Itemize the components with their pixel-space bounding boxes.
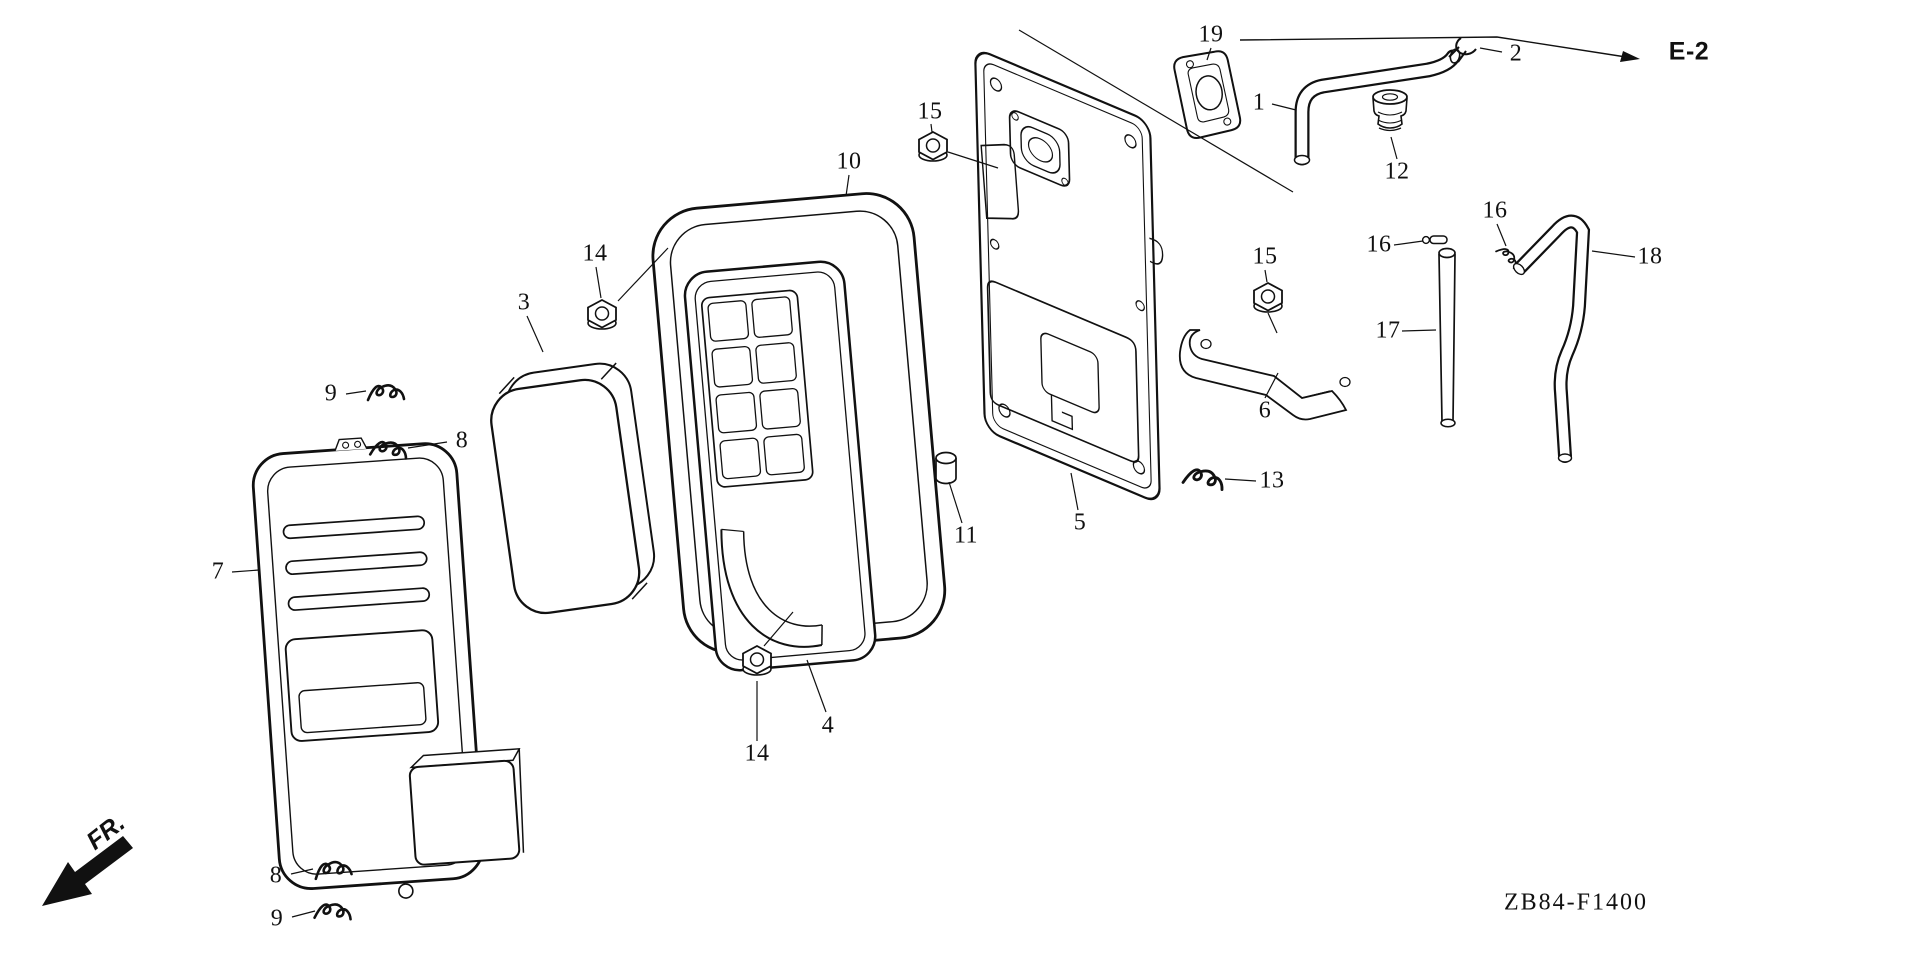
reference-label-e2: E-2 [1668, 37, 1710, 66]
part-2-clip [1448, 37, 1477, 63]
part-label-2: 2 [1509, 40, 1523, 67]
part-11-grommet-plug [935, 451, 957, 485]
part-label-15-b: 15 [1252, 243, 1278, 270]
part-9-clip-b [313, 901, 353, 922]
part-label-12: 12 [1384, 158, 1410, 185]
part-16-pin [1421, 235, 1448, 245]
part-label-5: 5 [1073, 509, 1087, 536]
part-12-grommet [1372, 89, 1408, 132]
part-14-nut-a [587, 299, 617, 330]
part-label-7: 7 [211, 558, 225, 585]
leader-lines [231, 29, 1636, 918]
part-18-pipe [1512, 214, 1591, 463]
part-3-air-filter [490, 362, 656, 615]
part-label-11: 11 [953, 522, 979, 549]
part-label-9-b: 9 [270, 905, 284, 932]
part-19-gasket [1173, 50, 1242, 139]
part-label-4: 4 [821, 712, 835, 739]
part-14-nut-b [742, 645, 772, 676]
part-7-cover [251, 437, 525, 899]
part-label-3: 3 [517, 289, 531, 316]
e2-reference-arrow [1239, 36, 1640, 62]
part-label-14-b: 14 [744, 740, 770, 767]
diagram-code: ZB84-F1400 [1503, 889, 1649, 916]
part-6-bracket [1178, 329, 1351, 421]
part-label-16-b: 16 [1482, 197, 1508, 224]
part-label-15-a: 15 [917, 98, 943, 125]
part-13-clip [1181, 465, 1227, 493]
part-label-18: 18 [1637, 243, 1663, 270]
part-label-19: 19 [1198, 21, 1224, 48]
part-label-17: 17 [1375, 317, 1401, 344]
part-label-6: 6 [1258, 397, 1272, 424]
part-label-1: 1 [1252, 89, 1266, 116]
part-label-16-a: 16 [1366, 231, 1392, 258]
part-label-14-a: 14 [582, 240, 608, 267]
part-label-8-b: 8 [269, 862, 283, 889]
part-5-case-body [974, 51, 1164, 501]
part-15-nut-a [918, 131, 948, 162]
part-4-element-housing [683, 260, 877, 672]
part-15-nut-b [1253, 282, 1283, 313]
part-label-13: 13 [1259, 467, 1285, 494]
part-1-breather-tube [1293, 48, 1461, 166]
part-17-tube [1438, 247, 1456, 428]
part-9-clip-a [366, 383, 406, 402]
part-label-10: 10 [836, 148, 862, 175]
part-label-8-a: 8 [455, 427, 469, 454]
part-label-9-a: 9 [324, 380, 338, 407]
fr-direction-arrow [42, 836, 133, 906]
